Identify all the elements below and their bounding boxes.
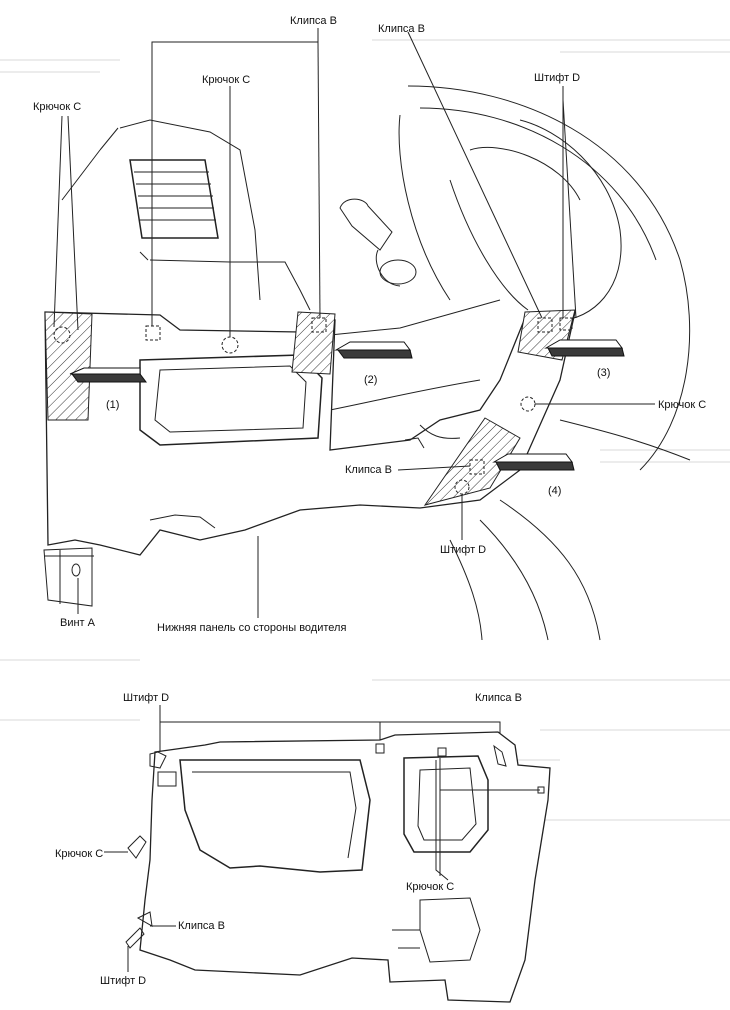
label-hook-c-left: Крючок C xyxy=(33,101,81,113)
clip-b-marker-3 xyxy=(537,317,553,333)
clip-b-left-icon xyxy=(136,911,153,927)
hook-c-left-icon xyxy=(127,835,147,859)
clip-b-marker-1 xyxy=(145,325,161,341)
label-clip-b-right: Клипса B xyxy=(378,23,425,35)
label-hook-c-bottom: Крючок C xyxy=(406,881,454,893)
pin-d-marker-1 xyxy=(559,317,573,331)
leader-lines-top xyxy=(53,28,655,618)
air-vent-slats xyxy=(134,171,216,221)
label-driver-panel: Нижняя панель со стороны водителя xyxy=(157,622,346,634)
label-hook-c-center: Крючок C xyxy=(202,74,250,86)
step-4-label: (4) xyxy=(548,485,561,497)
screw-a-hole xyxy=(71,563,81,577)
label-hook-c-bottom-left: Крючок C xyxy=(55,848,103,860)
label-clip-b-lower: Клипса B xyxy=(345,464,392,476)
label-clip-b-bottom: Клипса B xyxy=(475,692,522,704)
label-pin-d-bottom-top: Штифт D xyxy=(123,692,169,704)
step-3-label: (3) xyxy=(597,367,610,379)
small-tab-icon xyxy=(157,771,177,787)
hook-c-marker-1 xyxy=(53,326,71,344)
label-clip-b-bottom-left: Клипса B xyxy=(178,920,225,932)
bottom-panel-drawing: Штифт D Клипса B Крючок C Крючок C Клипс… xyxy=(55,692,551,1003)
pin-d-top-icon xyxy=(149,751,167,769)
label-pin-d-bottom: Штифт D xyxy=(100,975,146,987)
arrow-2 xyxy=(334,341,413,359)
panel-rear-view xyxy=(139,731,551,1003)
pin-d-bottom-icon xyxy=(125,927,145,949)
hook-c-bottom-icon xyxy=(437,747,447,757)
label-pin-d-top: Штифт D xyxy=(534,72,580,84)
hatch-area-1 xyxy=(44,311,93,421)
step-2-label: (2) xyxy=(364,374,377,386)
label-clip-b-top: Клипса B xyxy=(290,15,337,27)
clip-center-icon xyxy=(375,743,385,754)
label-hook-c-right: Крючок C xyxy=(658,399,706,411)
clip-b-marker-2 xyxy=(311,317,327,333)
hatch-area-2 xyxy=(291,311,336,375)
hatch-area-4 xyxy=(423,417,521,506)
arrow-4 xyxy=(492,453,575,471)
top-dashboard-drawing: (1) (2) (3) (4) Клипса B Клипса B Крючок… xyxy=(33,15,706,641)
step-1-label: (1) xyxy=(106,399,119,411)
arrow-1 xyxy=(69,367,147,383)
clip-b-marker-4 xyxy=(469,459,485,475)
label-screw-a: Винт A xyxy=(60,617,96,629)
label-pin-d-lower: Штифт D xyxy=(440,544,486,556)
arrow-3 xyxy=(544,339,625,357)
clip-b-right-icon xyxy=(493,744,507,767)
